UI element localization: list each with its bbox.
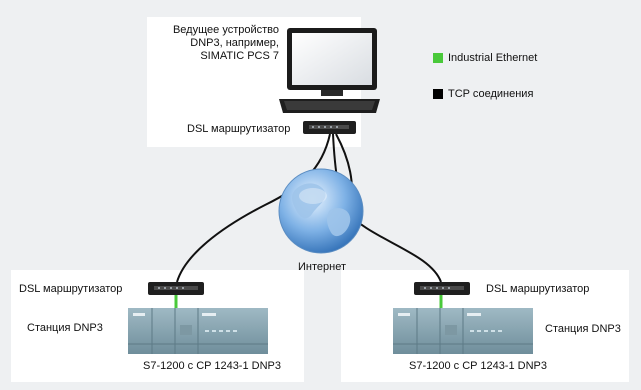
legend-ethernet-swatch	[433, 53, 443, 63]
right-router-icon	[414, 282, 470, 295]
right-plc-icon	[393, 308, 533, 354]
right-station-label: Станция DNP3	[545, 323, 621, 335]
right-device-label: S7-1200 с CP 1243-1 DNP3	[409, 360, 547, 372]
left-router-icon	[148, 282, 204, 295]
master-device-label: Ведущее устройство DNP3, например, SIMAT…	[152, 24, 279, 63]
left-station-label: Станция DNP3	[27, 322, 103, 334]
left-router-label: DSL маршрутизатор	[19, 283, 123, 295]
master-label-line-3: SIMATIC PCS 7	[200, 50, 279, 62]
master-label-line-1: Ведущее устройство	[172, 24, 279, 36]
internet-label: Интернет	[298, 261, 346, 273]
right-router-label: DSL маршрутизатор	[486, 283, 590, 295]
tcp-line-left	[176, 133, 331, 283]
legend-tcp-swatch	[433, 89, 443, 99]
computer-icon	[279, 28, 380, 113]
left-plc-icon	[128, 308, 268, 354]
internet-globe-icon	[278, 168, 364, 254]
legend-tcp-label: TCP соединения	[448, 88, 534, 100]
ethernet-links	[174, 295, 443, 308]
left-device-label: S7-1200 с CP 1243-1 DNP3	[143, 360, 281, 372]
master-router-icon	[303, 121, 356, 134]
master-label-line-2: DNP3, например,	[190, 37, 279, 49]
master-router-label: DSL маршрутизатор	[187, 123, 291, 135]
legend-ethernet-label: Industrial Ethernet	[448, 52, 538, 64]
